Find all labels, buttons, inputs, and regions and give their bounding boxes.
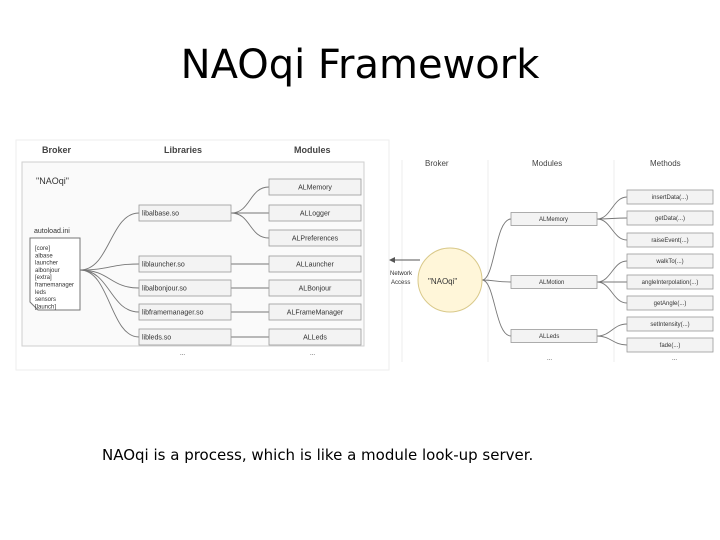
libraries-ellipsis: ...: [180, 351, 185, 357]
autoload-entry: [core]: [35, 246, 50, 252]
broker-to-module-line: [481, 279, 512, 337]
autoload-entry: leds: [35, 290, 46, 296]
module-box: [268, 279, 362, 297]
module-label: ALMemory: [298, 185, 332, 192]
module-label: ALLeds: [303, 335, 327, 342]
method-label: insertData(...): [652, 195, 688, 201]
broker-to-module-line: [481, 218, 512, 281]
method-box: [626, 274, 714, 290]
module-box: [268, 178, 362, 196]
right-module-label: ALMotion: [539, 280, 564, 286]
module-to-method-line: [596, 218, 628, 241]
left-header-libraries: Libraries: [164, 145, 202, 155]
right-module-box: [510, 275, 598, 289]
modules-ellipsis: ...: [310, 351, 315, 357]
right-header-modules: Modules: [532, 159, 562, 168]
module-label: ALFrameManager: [287, 310, 344, 317]
network-label-1: Network: [390, 271, 413, 277]
slide-title: NAOqi Framework: [180, 42, 540, 88]
library-box: [138, 255, 232, 273]
method-label: getAngle(...): [654, 301, 687, 307]
broker-to-module-line: [481, 279, 512, 283]
autoload-entry: albonjour: [35, 268, 60, 274]
module-to-method-line: [596, 260, 628, 283]
library-label: libalbonjour.so: [142, 286, 187, 293]
method-label: setIntensity(...): [650, 322, 689, 328]
methods-ellipsis: ...: [672, 356, 677, 362]
module-box: [268, 255, 362, 273]
autoload-to-library-line: [79, 263, 140, 271]
right-broker-name: "NAOqi": [428, 277, 457, 286]
method-label: getData(...): [655, 216, 685, 222]
library-box: [138, 279, 232, 297]
module-to-method-line: [596, 335, 628, 346]
autoload-entry: launcher: [35, 261, 58, 267]
module-label: ALBonjour: [299, 286, 332, 293]
module-label: ALPreferences: [292, 236, 339, 243]
left-diagram: Broker Libraries Modules "NAOqi" autoloa…: [15, 139, 390, 371]
library-label: libleds.so: [142, 335, 171, 342]
library-box: [138, 303, 232, 321]
module-label: ALLauncher: [296, 262, 334, 269]
right-header-broker: Broker: [425, 159, 449, 168]
method-box: [626, 232, 714, 248]
right-module-label: ALLeds: [539, 334, 559, 340]
module-box: [268, 229, 362, 247]
library-label: libframemanager.so: [142, 310, 204, 317]
right-diagram: Broker Modules Methods Network Access "N…: [389, 159, 714, 362]
right-module-box: [510, 329, 598, 343]
module-to-method-line: [596, 281, 628, 304]
method-box: [626, 210, 714, 226]
method-box: [626, 295, 714, 311]
module-label: ALLogger: [300, 211, 331, 218]
autoload-entry: albase: [35, 253, 53, 259]
autoload-to-library-line: [79, 212, 140, 271]
module-box: [268, 204, 362, 222]
right-broker-circle: [417, 247, 483, 313]
autoload-entry: [extra]: [35, 275, 52, 281]
module-to-method-line: [596, 323, 628, 337]
left-header-broker: Broker: [42, 145, 72, 155]
method-box: [626, 337, 714, 353]
library-to-module-line: [230, 212, 270, 239]
autoload-entry: framemanager: [35, 283, 74, 289]
autoload-to-library-line: [79, 269, 140, 313]
method-box: [626, 189, 714, 205]
method-label: walkTo(...): [655, 259, 683, 265]
library-label: libalbase.so: [142, 211, 179, 218]
left-header-modules: Modules: [294, 145, 331, 155]
library-box: [138, 204, 232, 222]
library-box: [138, 328, 232, 346]
method-box: [626, 253, 714, 269]
autoload-entry: [launch]: [35, 304, 56, 310]
library-to-module-line: [230, 186, 270, 214]
method-box: [626, 316, 714, 332]
autoload-to-library-line: [79, 269, 140, 338]
library-label: liblauncher.so: [142, 262, 185, 269]
method-label: angleInterpolation(...): [642, 280, 699, 286]
module-box: [268, 303, 362, 321]
right-module-box: [510, 212, 598, 226]
left-broker-name: "NAOqi": [36, 176, 69, 186]
method-label: fade(...): [660, 343, 681, 349]
caption: NAOqi is a process, which is like a modu…: [102, 446, 534, 464]
method-label: raiseEvent(...): [651, 238, 688, 244]
autoload-file-name: autoload.ini: [34, 228, 70, 235]
autoload-file-icon: [29, 237, 81, 311]
autoload-to-library-line: [79, 269, 140, 289]
right-header-methods: Methods: [650, 159, 681, 168]
right-modules-ellipsis: ...: [547, 356, 552, 362]
right-module-label: ALMemory: [539, 217, 568, 223]
module-to-method-line: [596, 196, 628, 220]
module-box: [268, 328, 362, 346]
network-label-2: Access: [391, 280, 410, 286]
autoload-entry: sensors: [35, 297, 56, 303]
